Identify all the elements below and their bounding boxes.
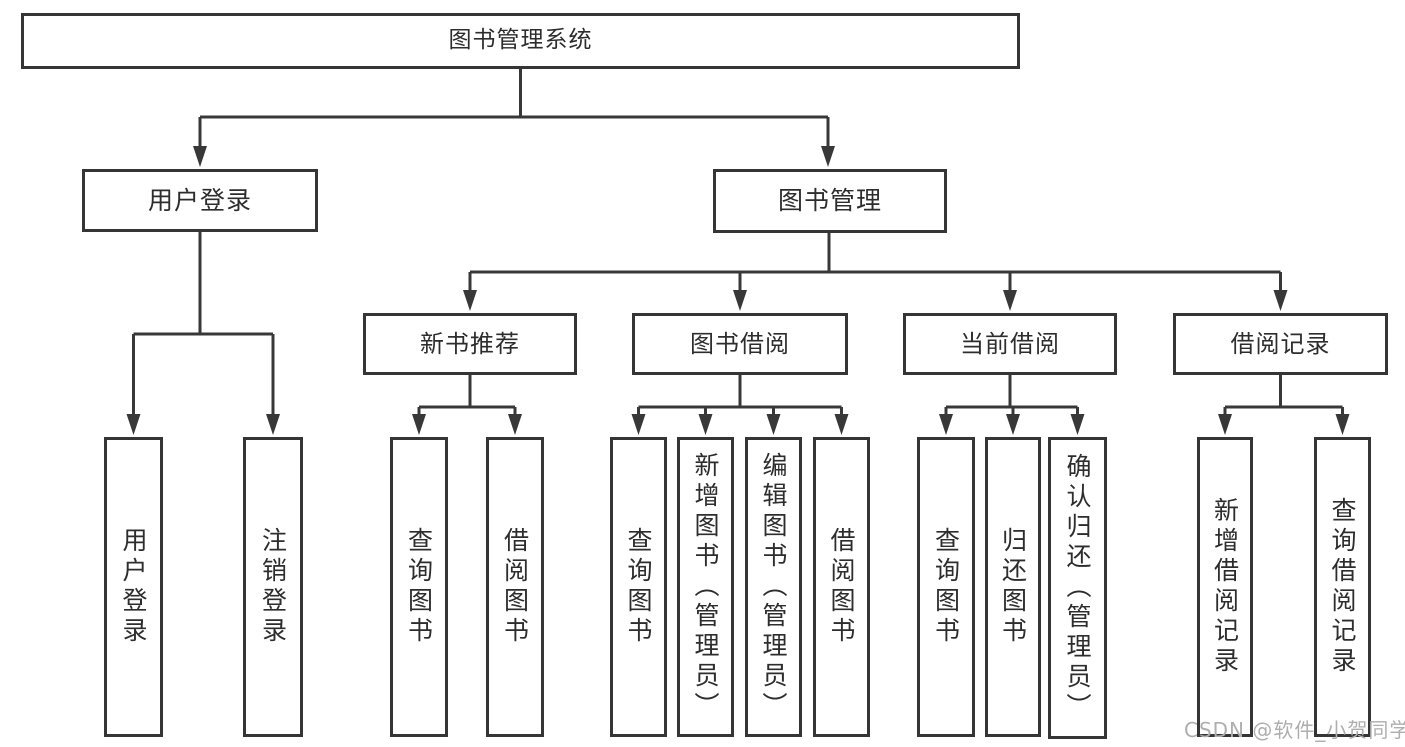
node-current-borrow: 当前借阅 xyxy=(903,313,1117,375)
col-current-query-book-label: 查询图书 xyxy=(931,527,961,647)
node-borrow-records-label: 借阅记录 xyxy=(1230,329,1331,358)
connector-book-management-children xyxy=(463,232,1288,311)
connector-current-borrow-children xyxy=(939,375,1085,435)
col-newbook-query-book-label: 查询图书 xyxy=(404,527,434,647)
node-user-login-label: 用户登录 xyxy=(147,185,252,215)
col-borrow-query-book: 查询图书 xyxy=(610,437,667,737)
col-records-query-record-label: 查询借阅记录 xyxy=(1328,497,1357,677)
col-borrow-add-book-admin: 新增图书（管理员） xyxy=(677,437,734,737)
col-records-query-record: 查询借阅记录 xyxy=(1314,437,1371,737)
col-newbook-borrow-book-label: 借阅图书 xyxy=(500,527,530,647)
col-user-login-label: 用户登录 xyxy=(119,527,148,647)
col-newbook-query-book: 查询图书 xyxy=(390,437,448,737)
col-records-add-record-label: 新增借阅记录 xyxy=(1210,497,1240,677)
node-book-borrow: 图书借阅 xyxy=(632,313,848,375)
col-borrow-borrow-book: 借阅图书 xyxy=(813,437,870,737)
connector-borrow-records-children xyxy=(1218,375,1350,435)
connector-new-book-children xyxy=(412,375,522,435)
col-user-login: 用户登录 xyxy=(104,437,163,737)
connector-book-borrow-children xyxy=(631,375,849,435)
connector-user-login-children xyxy=(126,232,280,435)
node-new-book-recommend: 新书推荐 xyxy=(363,313,577,375)
node-book-management-label: 图书管理 xyxy=(777,186,882,216)
col-current-return-book: 归还图书 xyxy=(985,437,1041,737)
col-borrow-edit-book-admin: 编辑图书（管理员） xyxy=(745,437,802,737)
node-user-login: 用户登录 xyxy=(82,169,318,232)
col-borrow-query-book-label: 查询图书 xyxy=(624,527,653,647)
node-book-management: 图书管理 xyxy=(713,169,947,233)
node-current-borrow-label: 当前借阅 xyxy=(960,329,1060,358)
col-logout: 注销登录 xyxy=(243,437,303,737)
col-current-confirm-return-admin-label: 确认归还（管理员） xyxy=(1063,453,1092,723)
node-root: 图书管理系统 xyxy=(21,13,1020,69)
col-current-confirm-return-admin: 确认归还（管理员） xyxy=(1048,437,1107,739)
col-records-add-record: 新增借阅记录 xyxy=(1197,437,1253,737)
col-borrow-add-book-admin-label: 新增图书（管理员） xyxy=(691,452,720,722)
col-current-return-book-label: 归还图书 xyxy=(998,527,1028,647)
col-current-query-book: 查询图书 xyxy=(917,437,975,737)
node-new-book-recommend-label: 新书推荐 xyxy=(420,329,520,358)
col-newbook-borrow-book: 借阅图书 xyxy=(486,437,544,737)
col-logout-label: 注销登录 xyxy=(258,527,288,647)
col-borrow-borrow-book-label: 借阅图书 xyxy=(827,527,856,647)
node-book-borrow-label: 图书借阅 xyxy=(690,329,790,358)
watermark: CSDN @软件_小贺同学 xyxy=(1184,718,1405,742)
node-root-label: 图书管理系统 xyxy=(448,27,593,54)
node-borrow-records: 借阅记录 xyxy=(1173,313,1388,375)
col-borrow-edit-book-admin-label: 编辑图书（管理员） xyxy=(759,452,788,722)
connector-root-to-level2 xyxy=(193,69,835,167)
